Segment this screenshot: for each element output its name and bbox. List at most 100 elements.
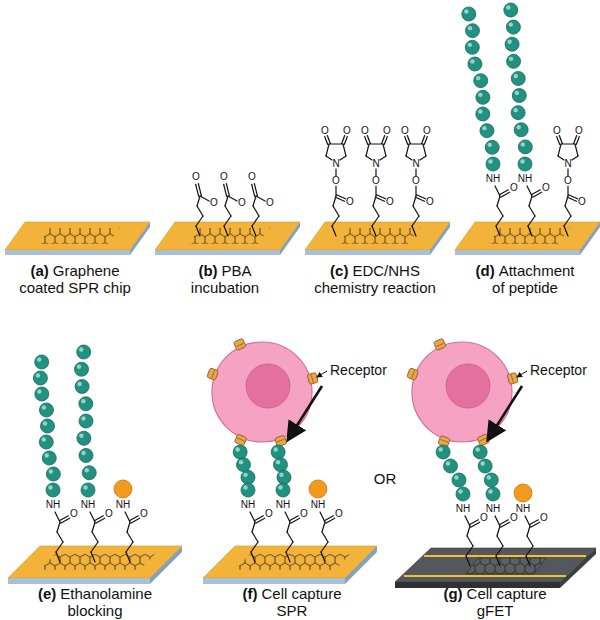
bead-highlight — [476, 76, 480, 80]
double-bond — [337, 195, 346, 199]
peptide-bead — [473, 445, 487, 459]
peptide-bead — [241, 483, 255, 497]
linker-chain — [252, 532, 258, 542]
linker-chain — [333, 206, 339, 216]
double-bond — [289, 516, 298, 521]
linker-chain — [496, 546, 503, 556]
spr-chip — [455, 222, 600, 255]
peptide-bead — [456, 487, 470, 501]
atom-label: NH — [486, 504, 500, 514]
double-bond — [499, 190, 508, 195]
gfet-substrate — [395, 548, 596, 582]
atom-label: O — [423, 126, 431, 136]
peptide-bead — [468, 57, 482, 71]
double-bond — [559, 136, 562, 144]
bead-highlight — [239, 460, 243, 464]
atom-label: N — [332, 159, 339, 169]
double-bond — [382, 136, 385, 144]
double-bond — [327, 136, 330, 144]
panel-letter: (d) — [475, 262, 494, 279]
peptide-bead — [77, 345, 91, 359]
bead-highlight — [243, 485, 247, 489]
atom-label: O — [564, 176, 572, 186]
panel-letter: (g) — [443, 585, 462, 602]
linker-chain — [197, 196, 200, 206]
panel-caption: (b)PBA incubation — [170, 262, 280, 296]
atom-label: O — [412, 176, 420, 186]
linker-chain — [196, 216, 203, 226]
linker-chain — [127, 522, 130, 532]
ring-bond — [409, 143, 423, 144]
bead-highlight — [488, 489, 492, 493]
receptor-symbol — [307, 372, 318, 384]
binding-arrow — [289, 386, 322, 438]
atom-label: O — [265, 509, 273, 519]
double-bond — [407, 136, 410, 144]
bead-highlight — [79, 347, 83, 351]
bead-highlight — [235, 447, 239, 451]
peptide-bead — [271, 445, 285, 459]
linker-chain — [91, 552, 95, 562]
ring-bond — [366, 156, 372, 160]
ring-bond — [423, 144, 426, 156]
double-bond — [405, 136, 408, 144]
panel-letter: (c) — [330, 262, 348, 279]
peptide-bead — [79, 414, 93, 428]
bead-highlight — [273, 447, 277, 451]
ring-bond — [326, 156, 332, 160]
peptide-bead — [241, 470, 255, 484]
atom-label: O — [480, 513, 488, 523]
spr-chip — [8, 546, 182, 584]
double-bond — [254, 184, 257, 196]
gfet-edge — [560, 548, 596, 588]
double-bond — [344, 136, 347, 144]
atom-label: N — [372, 159, 379, 169]
panel-title: Cell capture gFET — [467, 585, 547, 619]
bead-highlight — [507, 40, 511, 44]
bead-highlight — [77, 382, 81, 386]
bead-highlight — [48, 485, 52, 489]
atom-label: NH — [311, 500, 325, 510]
linker-chain — [496, 556, 500, 566]
atom-label: O — [553, 126, 561, 136]
peptide-bead — [505, 37, 519, 51]
ring-bond — [366, 144, 369, 156]
double-bond — [252, 184, 255, 196]
peptide-bead — [79, 397, 93, 411]
spr-chip — [155, 222, 300, 255]
double-bond — [224, 184, 227, 196]
double-bond — [324, 516, 333, 521]
atom-label: NH — [46, 500, 60, 510]
double-bond — [226, 184, 229, 196]
panel-caption: (f)Cell capture SPR — [232, 585, 352, 619]
electrode — [404, 575, 566, 577]
binding-arrow — [489, 386, 522, 438]
atom-label: O — [386, 197, 394, 207]
double-bond — [325, 136, 328, 144]
atom-label: O — [321, 126, 329, 136]
linker-chain — [251, 542, 258, 552]
panel-letter: (b) — [198, 262, 217, 279]
double-bond — [569, 195, 578, 199]
bead-highlight — [36, 373, 40, 377]
bead-highlight — [482, 126, 486, 130]
atom-label: O — [383, 126, 391, 136]
bond-line — [228, 196, 237, 201]
linker-chain — [496, 226, 500, 236]
atom-label: O — [105, 509, 113, 519]
bond-line — [256, 196, 265, 201]
receptor-symbol — [234, 434, 247, 446]
peptide-bead — [276, 483, 290, 497]
receptor-symbol — [433, 338, 446, 350]
double-bond — [557, 136, 560, 144]
double-bond — [384, 136, 387, 144]
peptide-bead — [40, 419, 54, 433]
bead-highlight — [458, 489, 462, 493]
peptide-bead — [75, 362, 89, 376]
double-bond — [377, 195, 386, 199]
bead-highlight — [516, 125, 520, 129]
graphene-channel — [466, 558, 546, 574]
linker-chain — [322, 532, 328, 542]
linker-chain — [412, 216, 419, 226]
atom-label: NH — [116, 500, 130, 510]
